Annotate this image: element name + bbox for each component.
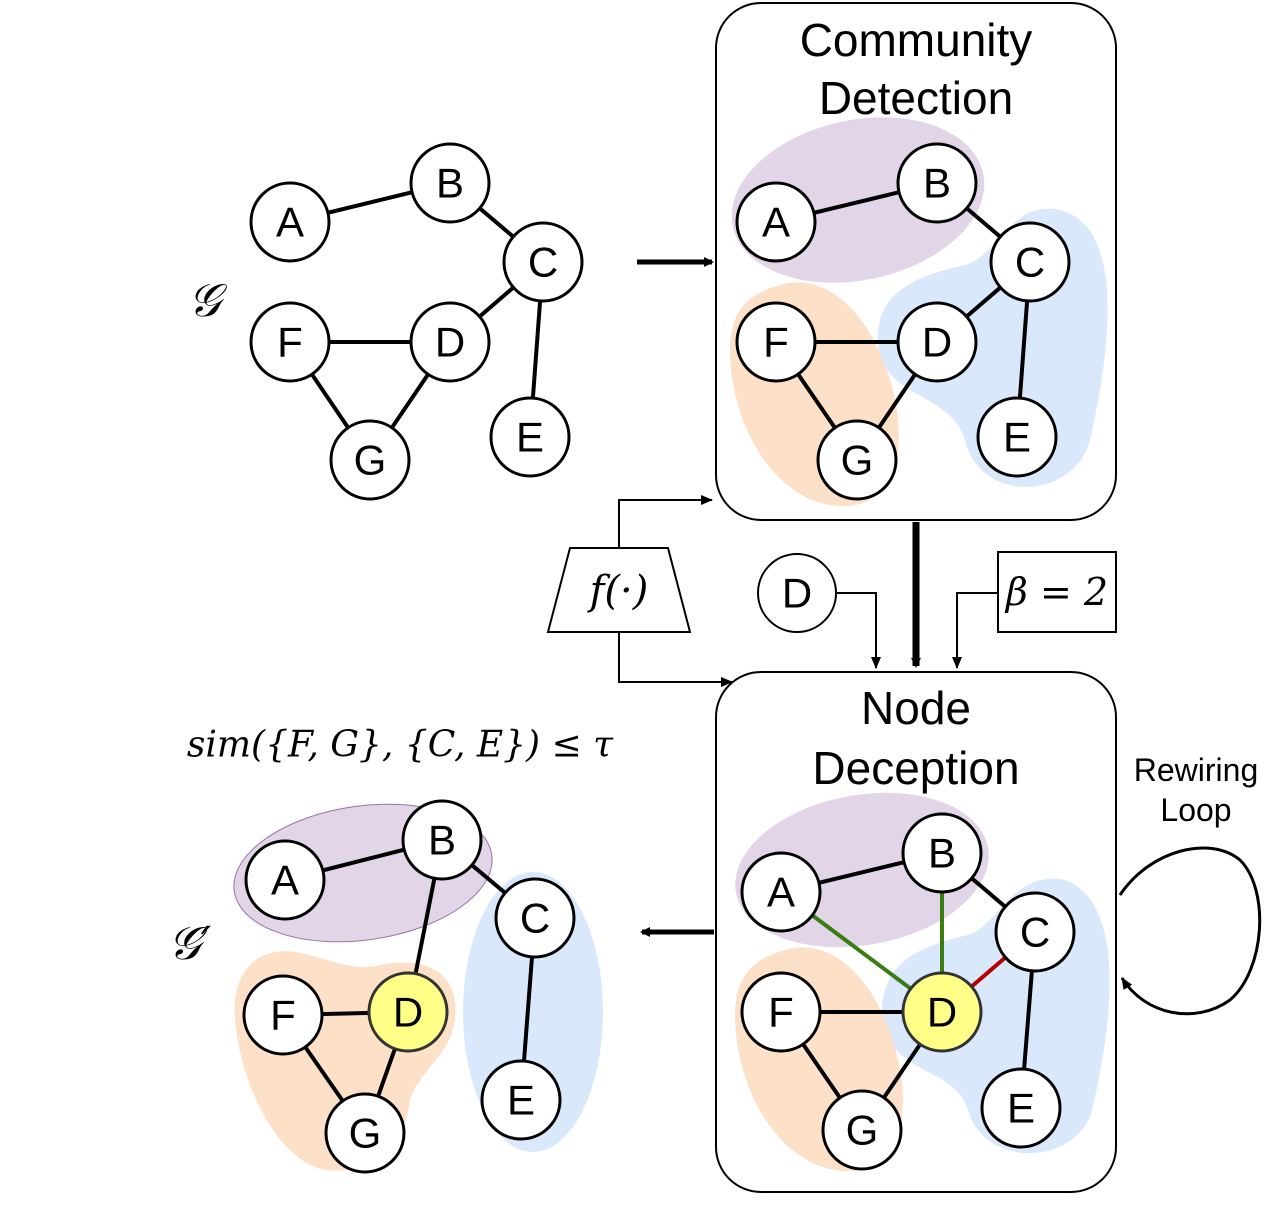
- target-node-label: D: [782, 570, 812, 617]
- nd-node-b-circle: [901, 812, 983, 894]
- function-to-community-connector: [618, 495, 713, 548]
- rewiring-loop-arrow: [1118, 846, 1262, 1016]
- nd-node-e-label: E: [1007, 1085, 1035, 1132]
- nd-node-c-label: C: [1020, 909, 1050, 956]
- mg-node-e-label: E: [507, 1077, 535, 1124]
- node-a-label: A: [276, 199, 304, 246]
- nd-node-g-circle: [821, 1089, 903, 1171]
- cd-node-c-label: C: [1015, 239, 1045, 286]
- node-deception-panel: Node Deception A B C D: [715, 671, 1117, 1193]
- graph-label: 𝒢: [188, 273, 228, 327]
- cd-node-d-circle: [896, 301, 978, 383]
- node-c-circle: [502, 221, 584, 303]
- node-deception-title-line1: Node: [861, 682, 971, 734]
- community-graph-nodes: [735, 142, 1071, 501]
- function-label: f(·): [587, 568, 649, 614]
- nd-node-a-label: A: [767, 869, 795, 916]
- node-f-label: F: [277, 319, 303, 366]
- nd-node-g-label: G: [846, 1107, 879, 1154]
- function-to-deception-connector: [618, 632, 733, 687]
- modified-graph-nodes: [242, 799, 576, 1174]
- nd-node-e-circle: [980, 1067, 1062, 1149]
- cd-node-f-label: F: [763, 319, 789, 366]
- modified-graph: sim({F, G}, {C, E}) ≤ τ 𝒢′ A B C: [168, 725, 614, 1174]
- original-graph: A B C D E F G 𝒢: [188, 142, 584, 501]
- mg-node-f-label: F: [270, 992, 296, 1039]
- mg-node-c-circle: [494, 877, 576, 959]
- node-c-label: C: [528, 239, 558, 286]
- nd-node-b-label: B: [928, 830, 956, 877]
- cd-node-d-label: D: [922, 319, 952, 366]
- rewiring-loop-label-line2: Loop: [1160, 792, 1231, 828]
- community-detection-title-line1: Community: [800, 14, 1033, 66]
- target-node-input: D: [757, 553, 837, 633]
- cd-node-b-circle: [896, 142, 978, 224]
- node-e-label: E: [516, 414, 544, 461]
- similarity-condition: sim({F, G}, {C, E}) ≤ τ: [187, 725, 614, 766]
- community-detection-title-line2: Detection: [819, 72, 1013, 124]
- node-g-circle: [329, 419, 411, 501]
- community-detection-panel: Community Detection A B C D: [715, 2, 1117, 521]
- beta-connector: [952, 592, 998, 669]
- function-trapezoid: [546, 547, 692, 633]
- nd-node-d-label: D: [927, 989, 957, 1036]
- cd-node-a-circle: [735, 181, 817, 263]
- target-node-connector: [836, 592, 881, 669]
- mg-node-a-label: A: [271, 857, 299, 904]
- cd-node-e-label: E: [1003, 414, 1031, 461]
- cd-node-g-label: G: [841, 437, 874, 484]
- node-f-circle: [249, 301, 331, 383]
- modified-graph-label: 𝒢′: [168, 916, 212, 970]
- nd-node-f-label: F: [768, 989, 794, 1036]
- mg-node-g-label: G: [349, 1110, 382, 1157]
- cd-node-b-label: B: [923, 160, 951, 207]
- mg-node-e-circle: [480, 1059, 562, 1141]
- deception-graph-nodes: [740, 812, 1076, 1171]
- mg-node-d-label: D: [393, 989, 423, 1036]
- nd-node-f-circle: [740, 971, 822, 1053]
- mg-node-f-circle: [242, 974, 324, 1056]
- nd-node-c-circle: [994, 891, 1076, 973]
- mg-node-d-circle-highlighted: [367, 971, 449, 1053]
- cd-node-e-circle: [976, 396, 1058, 478]
- function-block: f(·): [546, 547, 692, 633]
- rewiring-loop: Rewiring Loop: [1118, 752, 1262, 1016]
- node-d-label: D: [435, 319, 465, 366]
- original-graph-nodes: [249, 142, 584, 501]
- mg-node-b-circle: [401, 799, 483, 881]
- nd-node-d-circle-highlighted: [901, 971, 983, 1053]
- rewiring-loop-label-line1: Rewiring: [1134, 752, 1258, 788]
- node-b-circle: [409, 142, 491, 224]
- node-g-label: G: [354, 437, 387, 484]
- mg-node-g-circle: [324, 1092, 406, 1174]
- cd-node-c-circle: [989, 221, 1071, 303]
- node-deception-title-line2: Deception: [812, 742, 1019, 794]
- node-d-circle: [409, 301, 491, 383]
- beta-label: β = 2: [1004, 570, 1108, 614]
- beta-input: β = 2: [997, 551, 1117, 633]
- node-a-circle: [249, 181, 331, 263]
- node-b-label: B: [436, 160, 464, 207]
- mg-node-c-label: C: [520, 895, 550, 942]
- mg-node-b-label: B: [428, 817, 456, 864]
- node-e-circle: [489, 396, 571, 478]
- cd-node-f-circle: [735, 301, 817, 383]
- cd-node-g-circle: [816, 419, 898, 501]
- nd-node-a-circle: [740, 851, 822, 933]
- cd-node-a-label: A: [762, 199, 790, 246]
- mg-node-a-circle: [244, 839, 326, 921]
